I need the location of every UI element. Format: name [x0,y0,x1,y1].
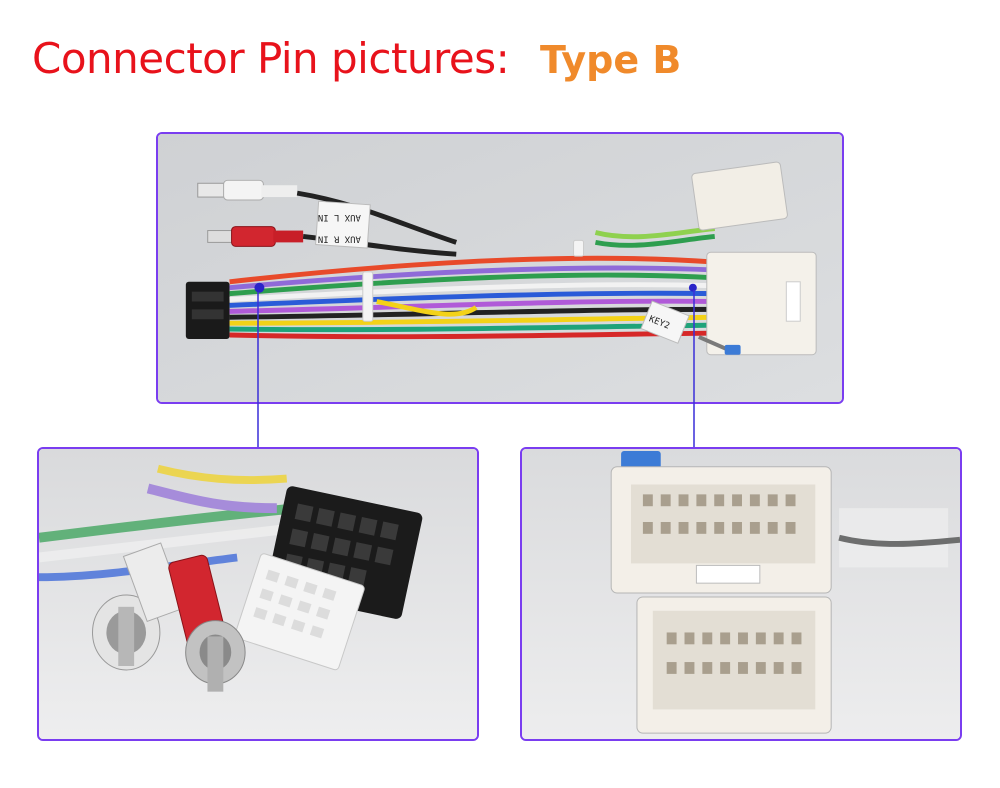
rca-white-closeup [92,542,186,671]
aux-l-label: AUX L IN [318,212,361,222]
type-label: Type B [540,38,682,82]
aux-tags: AUX L IN AUX R IN [315,200,371,249]
white-connector-closeup [234,553,365,671]
white-connector-bottom [706,251,817,356]
wire-bundle [229,226,715,340]
key2-tag: KEY2 [640,300,690,344]
left-closeup-photo [37,447,479,741]
right-closeup-photo [520,447,962,741]
white-connector-top [691,161,788,231]
rca-red-plug [207,226,304,247]
white-connector-lower [636,596,832,734]
pointer-dot-left [254,282,265,293]
white-connector-upper [610,466,832,594]
rca-white-plug [197,179,298,201]
main-harness-photo: AUX L IN AUX R IN [156,132,844,404]
rca-red-closeup [168,554,246,692]
aux-r-label: AUX R IN [318,233,361,243]
page-title: Connector Pin pictures: [32,34,510,83]
pointer-dot-right [688,283,697,292]
